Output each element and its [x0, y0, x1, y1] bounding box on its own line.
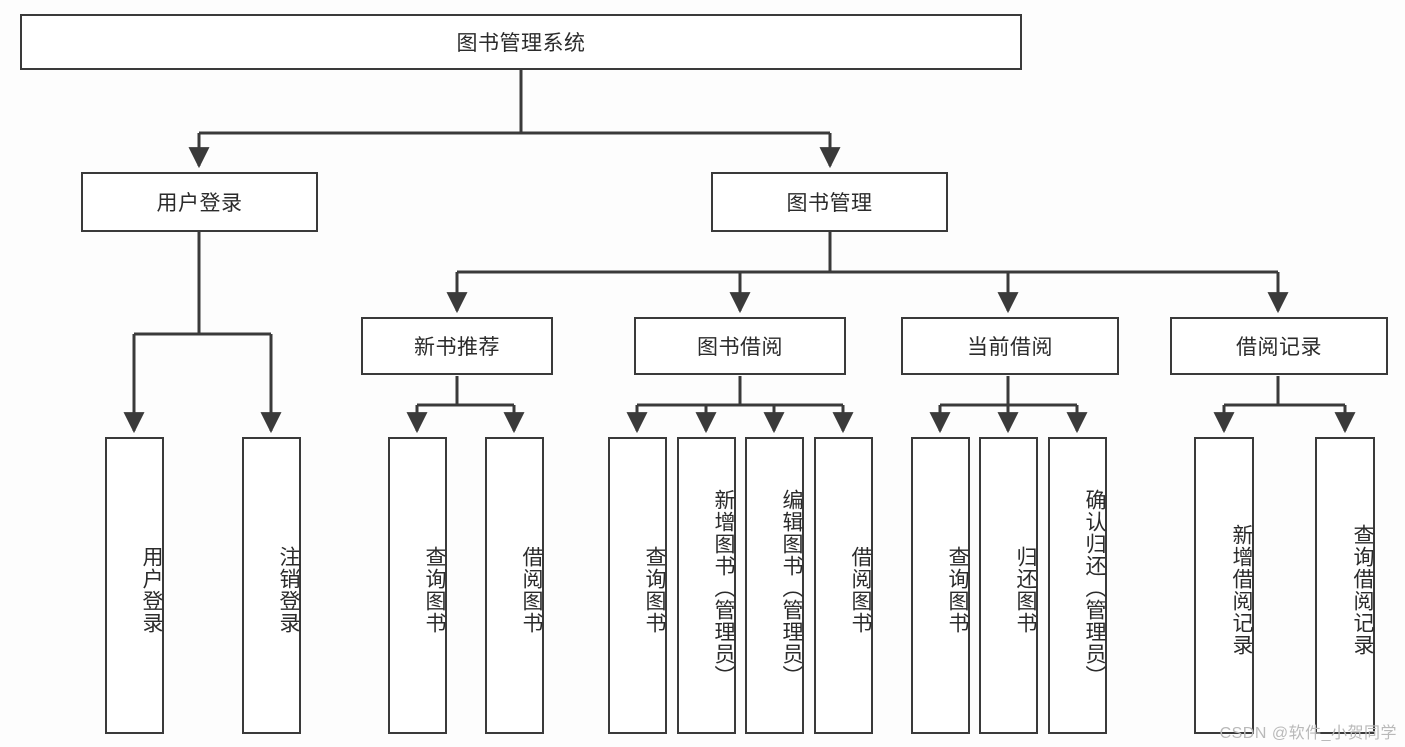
node-user-login[interactable]: 用户登录 [81, 172, 318, 232]
node-user-login-label: 用户登录 [156, 192, 243, 215]
leaf-new-book-1-label: 查询图书 [423, 545, 446, 634]
leaf-current-borrow-3[interactable]: 确认归还（管理员） [1048, 437, 1107, 734]
leaf-user-login-2-label: 注销登录 [277, 545, 300, 634]
node-new-book-recommend-label: 新书推荐 [414, 336, 500, 359]
node-borrow-record[interactable]: 借阅记录 [1170, 317, 1388, 375]
leaf-book-borrow-1[interactable]: 查询图书 [608, 437, 667, 734]
leaf-new-book-2-label: 借阅图书 [520, 545, 543, 634]
leaf-book-borrow-1-label: 查询图书 [643, 545, 666, 634]
leaf-current-borrow-2[interactable]: 归还图书 [979, 437, 1038, 734]
node-root-label: 图书管理系统 [456, 32, 586, 55]
node-current-borrow[interactable]: 当前借阅 [901, 317, 1119, 375]
leaf-user-login-1-label: 用户登录 [140, 545, 163, 634]
node-borrow-record-label: 借阅记录 [1236, 336, 1322, 359]
node-book-manage-label: 图书管理 [786, 192, 873, 215]
node-book-borrow[interactable]: 图书借阅 [634, 317, 846, 375]
node-book-borrow-label: 图书借阅 [697, 336, 783, 359]
leaf-book-borrow-4[interactable]: 借阅图书 [814, 437, 873, 734]
leaf-borrow-record-1-label: 新增借阅记录 [1230, 523, 1253, 656]
leaf-user-login-2[interactable]: 注销登录 [242, 437, 301, 734]
leaf-borrow-record-1[interactable]: 新增借阅记录 [1194, 437, 1254, 734]
leaf-current-borrow-3-label: 确认归还（管理员） [1083, 488, 1106, 687]
node-current-borrow-label: 当前借阅 [967, 336, 1053, 359]
leaf-new-book-1[interactable]: 查询图书 [388, 437, 447, 734]
node-root[interactable]: 图书管理系统 [20, 14, 1022, 70]
leaf-borrow-record-2[interactable]: 查询借阅记录 [1315, 437, 1375, 734]
leaf-current-borrow-2-label: 归还图书 [1014, 545, 1037, 634]
leaf-book-borrow-2[interactable]: 新增图书（管理员） [677, 437, 736, 734]
leaf-current-borrow-1-label: 查询图书 [946, 545, 969, 634]
leaf-current-borrow-1[interactable]: 查询图书 [911, 437, 970, 734]
leaf-book-borrow-2-label: 新增图书（管理员） [712, 488, 735, 687]
node-new-book-recommend[interactable]: 新书推荐 [361, 317, 553, 375]
leaf-new-book-2[interactable]: 借阅图书 [485, 437, 544, 734]
leaf-book-borrow-4-label: 借阅图书 [849, 545, 872, 634]
leaf-book-borrow-3[interactable]: 编辑图书（管理员） [745, 437, 804, 734]
leaf-user-login-1[interactable]: 用户登录 [105, 437, 164, 734]
leaf-book-borrow-3-label: 编辑图书（管理员） [780, 488, 803, 687]
node-book-manage[interactable]: 图书管理 [711, 172, 948, 232]
leaf-borrow-record-2-label: 查询借阅记录 [1351, 523, 1374, 656]
